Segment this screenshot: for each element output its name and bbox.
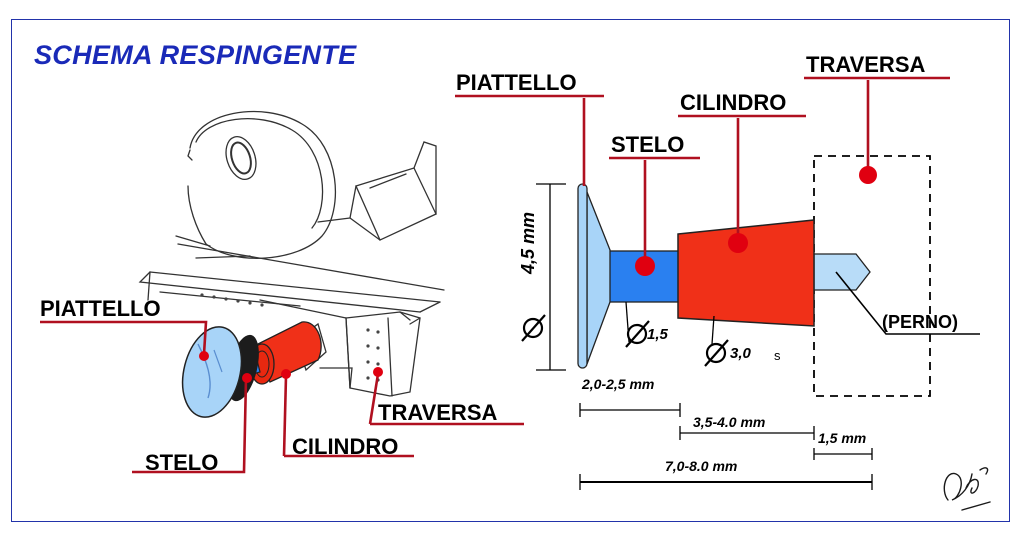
label-cilindro: CILINDRO	[680, 90, 787, 115]
dim-pin: 1,5 mm	[818, 430, 867, 446]
label-traversa: TRAVERSA	[806, 52, 926, 77]
dim-plate-stem: 2,0-2,5 mm	[582, 376, 655, 392]
label-stelo: STELO	[611, 132, 685, 157]
sketch-label-stelo: STELO	[145, 450, 219, 475]
plate-diameter-dimension	[536, 183, 566, 371]
spring-box-sketch	[317, 141, 437, 241]
plate-cone	[586, 191, 611, 365]
traversa-sketch	[319, 311, 421, 397]
sketch-illustration	[138, 110, 445, 397]
sketch-label-cilindro: CILINDRO	[292, 434, 399, 459]
diameter-leaders	[625, 301, 715, 345]
stem-diameter-value: 1,5	[647, 326, 668, 343]
schematic-leaders	[455, 76, 950, 264]
frame-rails-sketch	[138, 243, 445, 319]
dim-total: 7,0-8.0 mm	[665, 458, 738, 474]
plate-diameter-value: 4,5 mm	[518, 211, 538, 274]
dim-cylinder: 3,5-4.0 mm	[693, 414, 766, 430]
cylinder-body	[677, 219, 815, 327]
plate-disc	[577, 183, 588, 369]
wheel-sketch	[175, 110, 337, 259]
sketch-leaders	[40, 320, 524, 474]
schematic-markers	[635, 166, 877, 276]
border-frame	[11, 19, 1010, 522]
sketch-label-piattello: PIATTELLO	[40, 296, 161, 321]
cylinder-diameter-value: 3,0	[730, 345, 751, 362]
perno-pin	[813, 253, 871, 291]
sketch-plate	[181, 326, 243, 418]
label-perno: (PERNO)	[882, 312, 958, 332]
signature-mark	[943, 467, 991, 511]
sketch-label-traversa: TRAVERSA	[378, 400, 498, 425]
sketch-markers	[199, 351, 383, 383]
length-dimensions	[579, 403, 873, 490]
perno-leader	[835, 271, 980, 335]
page-title: SCHEMA RESPINGENTE	[34, 40, 357, 70]
small-s-mark: s	[774, 348, 781, 363]
label-piattello: PIATTELLO	[456, 70, 577, 95]
diameter-symbols	[521, 314, 729, 367]
sketch-buffer	[181, 321, 327, 418]
